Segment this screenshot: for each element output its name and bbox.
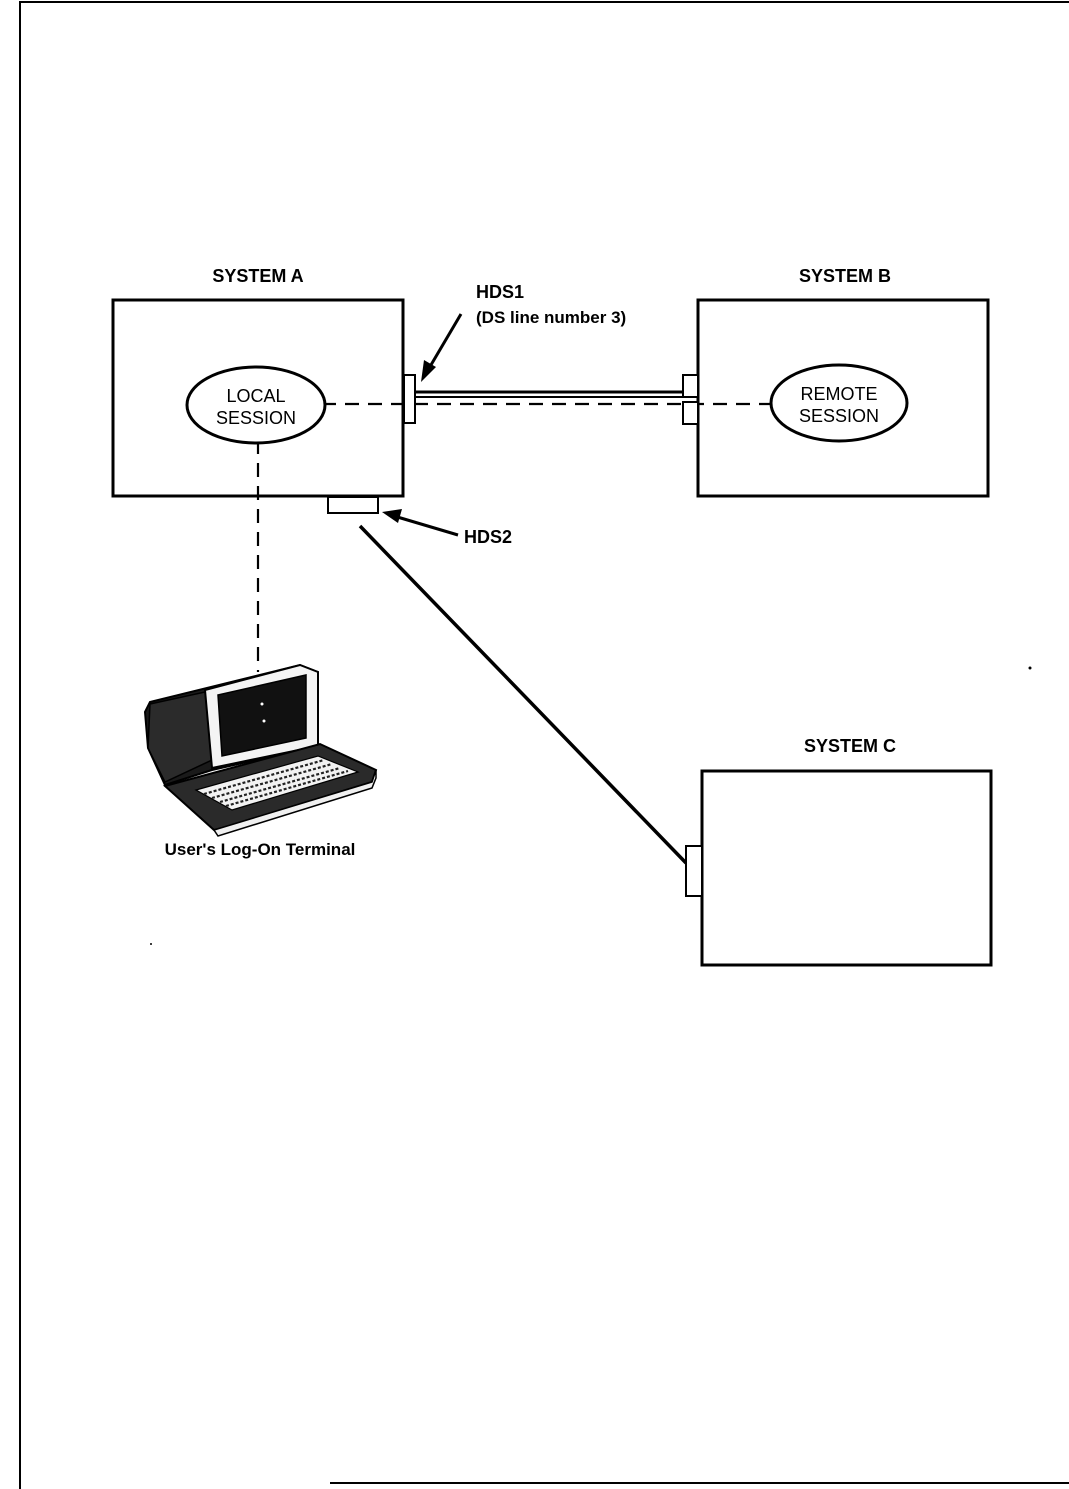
hds2-label: HDS2 bbox=[464, 527, 512, 547]
local-session-ellipse bbox=[185, 365, 327, 445]
hds1-port-system-b-bottom bbox=[682, 401, 699, 425]
hds2-port-system-a bbox=[327, 496, 379, 514]
terminal-icon bbox=[143, 663, 378, 837]
hds2-port-system-c bbox=[685, 845, 703, 897]
page-frame bbox=[19, 1, 1069, 1489]
system-a-label: SYSTEM A bbox=[212, 266, 303, 286]
hds1-sublabel: (DS line number 3) bbox=[476, 308, 626, 327]
hds1-label: HDS1 bbox=[476, 282, 524, 302]
terminal-caption: User's Log-On Terminal bbox=[165, 840, 356, 859]
hds1-arrow-head bbox=[421, 360, 436, 382]
local-session-label-line1: LOCAL bbox=[226, 386, 285, 406]
remote-session-label-line1: REMOTE bbox=[800, 384, 877, 404]
hds2-line bbox=[358, 524, 688, 865]
system-b-label: SYSTEM B bbox=[799, 266, 891, 286]
system-c-label: SYSTEM C bbox=[804, 736, 896, 756]
hds2-arrow-shaft bbox=[393, 514, 459, 537]
hds1-port-system-b-top bbox=[682, 374, 699, 398]
hds1-arrow-shaft bbox=[426, 313, 463, 371]
hds1-port-system-a bbox=[403, 374, 416, 424]
hds2-arrow-head bbox=[382, 509, 402, 523]
system-c-box bbox=[700, 769, 993, 967]
remote-session-label-line2: SESSION bbox=[799, 406, 879, 426]
speck bbox=[1028, 666, 1032, 670]
remote-session-ellipse bbox=[769, 363, 909, 443]
local-session-label-line2: SESSION bbox=[216, 408, 296, 428]
speck bbox=[150, 943, 152, 945]
